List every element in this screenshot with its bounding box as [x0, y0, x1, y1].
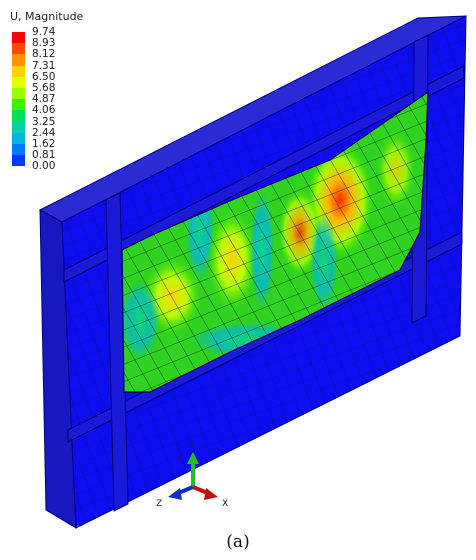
legend-swatch: [12, 144, 25, 156]
triad-x-label: X: [222, 499, 228, 509]
legend-swatch: [12, 65, 25, 77]
legend-value: 1.62: [32, 138, 56, 150]
legend-swatch: [12, 110, 25, 122]
triad-y-label: Y: [188, 441, 195, 451]
legend-swatch: [12, 76, 25, 88]
legend-value: 8.12: [32, 48, 56, 61]
legend-value: 2.44: [32, 126, 56, 139]
legend-swatch: [12, 155, 25, 167]
legend-value: 8.93: [32, 37, 56, 50]
figure-caption: (a): [226, 532, 250, 552]
legend-value: 7.31: [32, 59, 56, 72]
legend-value: 0.81: [32, 149, 56, 162]
stiffener-vertical-left: [105, 192, 129, 512]
legend-swatch: [12, 121, 25, 133]
legend-swatch: [12, 99, 25, 111]
panel-outline: [121, 90, 429, 393]
coordinate-triad: Y Z X: [156, 441, 228, 509]
legend-value: 3.25: [32, 115, 56, 128]
legend-swatch: [12, 132, 25, 144]
legend-value: 4.06: [32, 104, 56, 117]
legend-value: 4.87: [32, 93, 56, 106]
legend-swatch: [12, 88, 25, 100]
legend-value: 6.50: [32, 70, 56, 83]
legend-value: 9.74: [32, 26, 56, 38]
legend-swatch: [12, 32, 25, 44]
legend-swatch: [12, 54, 25, 66]
stiffener-horizontal-top: [63, 65, 465, 283]
legend-value: 5.68: [32, 82, 56, 94]
legend-swatch: [12, 43, 25, 55]
legend-title: U, Magnitude: [10, 10, 84, 23]
triad-z-label: Z: [156, 499, 162, 509]
legend-value: 0.00: [32, 160, 56, 173]
